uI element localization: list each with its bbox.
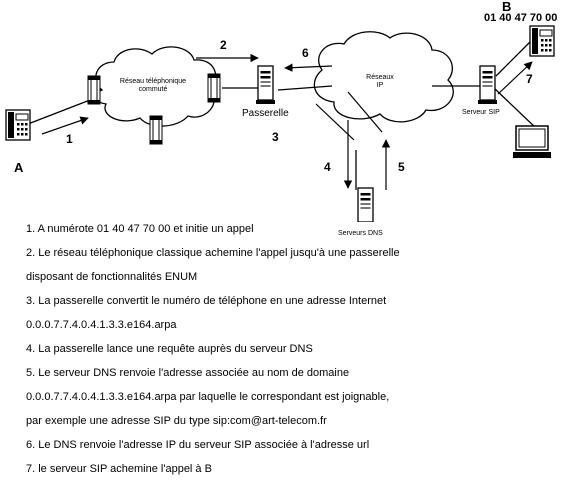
arrow-label-2: 2	[220, 38, 227, 52]
arrow-label-1: 1	[66, 132, 73, 146]
step-line: 6. Le DNS renvoie l'adresse IP du serveu…	[26, 439, 370, 451]
arrow-7	[497, 61, 533, 95]
step-line: 2. Le réseau téléphonique classique ache…	[26, 247, 400, 259]
connection-lines	[27, 41, 539, 190]
step-line: 3. La passerelle convertit le numéro de …	[26, 295, 387, 307]
switch-icon	[149, 115, 163, 145]
step-line: disposant de fonctionnalités ENUM	[26, 271, 198, 283]
gateway-number: 3	[272, 130, 279, 144]
dns-server-icon	[355, 187, 376, 222]
gateway-server-icon	[255, 65, 276, 105]
point-a-label: A	[14, 160, 24, 175]
ip-cloud	[313, 31, 454, 123]
arrow-label-5: 5	[398, 160, 405, 174]
step-line: 1. A numérote 01 40 47 70 00 et initie u…	[26, 223, 254, 235]
step-line: 4. La passerelle lance une requête auprè…	[26, 343, 313, 355]
line-gw-dns	[315, 103, 355, 141]
point-b-number: 01 40 47 70 00	[484, 12, 558, 24]
step-line: 5. Le serveur DNS renvoie l'adresse asso…	[26, 367, 350, 379]
point-b-label: B	[502, 0, 512, 14]
gateway-label: Passerelle	[242, 108, 289, 119]
enum-diagram	[5, 25, 555, 222]
step-line: 0.0.0.7.7.4.0.4.1.3.3.e164.arpa par laqu…	[26, 391, 390, 403]
step-line: 0.0.0.7.7.4.0.4.1.3.3.e164.arpa	[26, 319, 177, 331]
switch-icon	[207, 73, 221, 103]
phone-icon	[529, 25, 555, 57]
pstn-network-label: Réseau téléphonique commuté	[119, 78, 187, 93]
step-line: 7. le serveur SIP achemine l'appel à B	[26, 463, 212, 475]
step-list: 1. A numérote 01 40 47 70 00 et initie u…	[26, 222, 400, 486]
phone-icon	[5, 109, 31, 141]
switch-icon	[87, 75, 101, 105]
arrow-label-4: 4	[324, 160, 331, 174]
flow-arrows	[41, 53, 533, 190]
step-line: par exemple une adresse SIP du type sip:…	[26, 415, 327, 427]
arrow-1	[41, 116, 89, 135]
dns-server-label: Serveurs DNS	[338, 230, 383, 237]
arrow-label-7: 7	[526, 72, 533, 86]
sip-server-icon	[477, 65, 498, 105]
sip-server-label: Serveur SIP	[462, 109, 500, 116]
line-sip-dns	[347, 91, 383, 133]
arrow-label-6: 6	[302, 46, 309, 60]
computer-icon	[513, 125, 551, 158]
ip-network-label: Réseaux IP	[366, 74, 394, 89]
arrow-6	[284, 63, 333, 72]
